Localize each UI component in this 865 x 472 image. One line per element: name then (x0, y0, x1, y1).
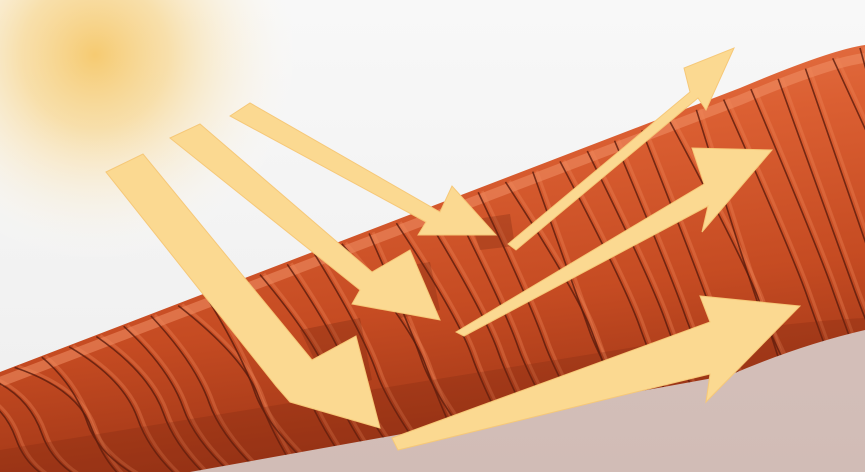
hair-light-reflection-illustration (0, 0, 865, 472)
